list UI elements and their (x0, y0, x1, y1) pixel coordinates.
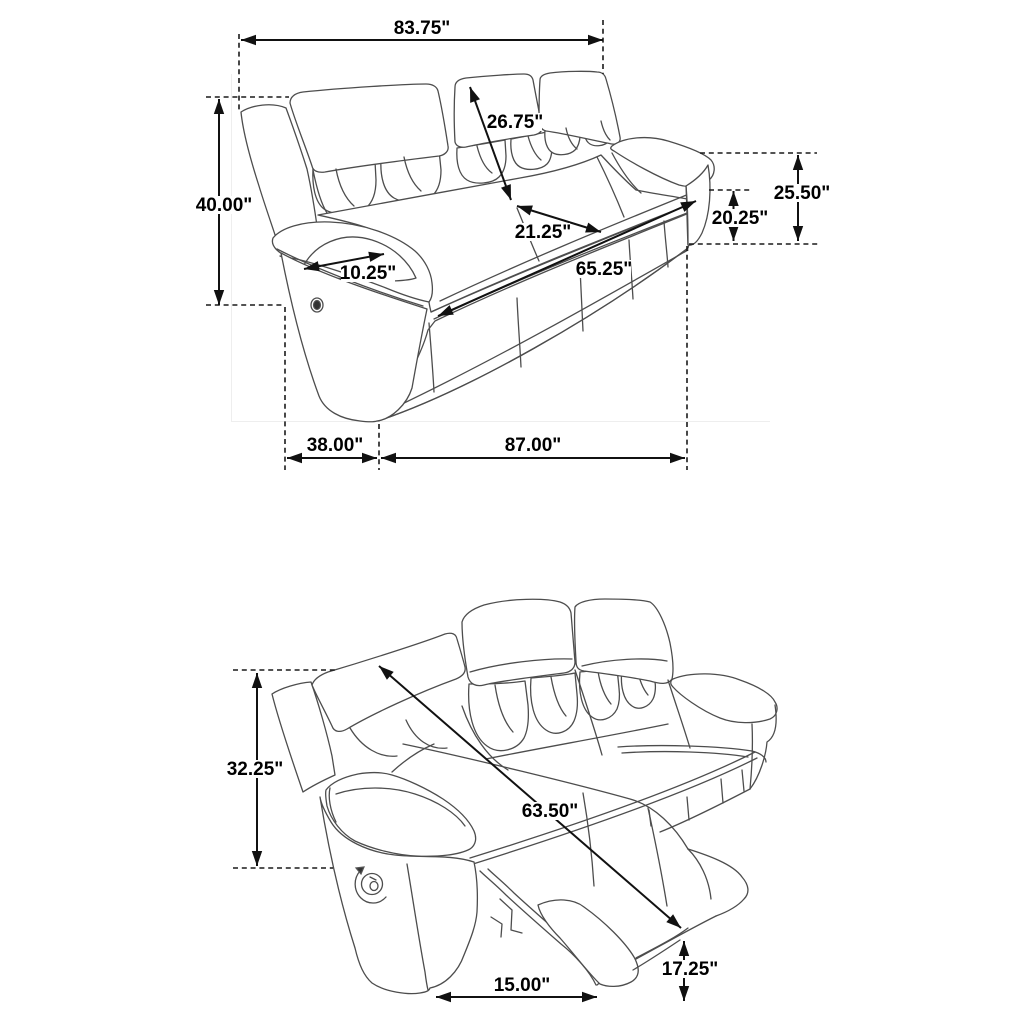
svg-text:26.75": 26.75" (487, 112, 544, 133)
svg-text:21.25": 21.25" (515, 222, 572, 243)
svg-text:87.00": 87.00" (505, 435, 562, 456)
svg-text:83.75": 83.75" (394, 18, 451, 39)
svg-text:15.00": 15.00" (494, 975, 551, 996)
svg-text:38.00": 38.00" (307, 435, 364, 456)
svg-text:10.25": 10.25" (340, 263, 397, 284)
svg-text:17.25": 17.25" (662, 959, 719, 980)
svg-text:63.50": 63.50" (522, 801, 579, 822)
svg-text:20.25": 20.25" (712, 208, 769, 229)
svg-text:65.25": 65.25" (576, 259, 633, 280)
svg-text:40.00": 40.00" (196, 195, 253, 216)
svg-text:32.25": 32.25" (227, 759, 284, 780)
svg-text:25.50": 25.50" (774, 183, 831, 204)
